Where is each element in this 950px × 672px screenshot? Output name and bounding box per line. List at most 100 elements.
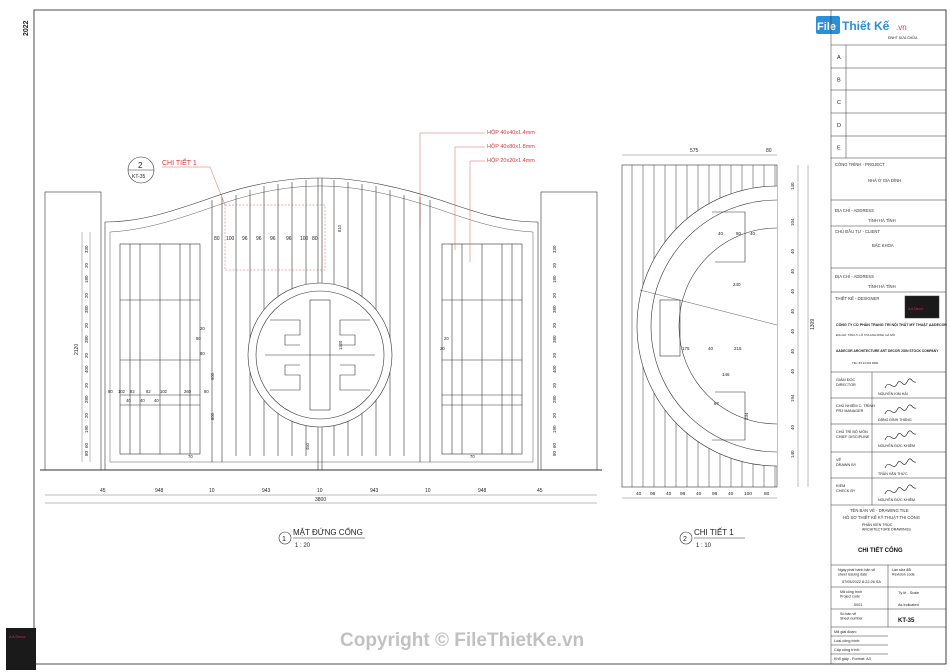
dim-label: 40 xyxy=(790,248,795,254)
revision-label: D xyxy=(837,123,841,129)
dim-label: 40 xyxy=(790,328,795,334)
svg-text:948: 948 xyxy=(155,488,164,494)
dim-label: 810 xyxy=(337,224,342,232)
note-3: HỘP 20x20x1.4mm xyxy=(487,157,535,164)
dim-label: 380 xyxy=(552,335,557,343)
svg-text:As indicated: As indicated xyxy=(898,603,919,607)
svg-text:100: 100 xyxy=(226,236,235,242)
dim-label: 40 xyxy=(790,268,795,274)
dim-label: 80 xyxy=(736,231,742,236)
dim-label: 40 xyxy=(790,308,795,314)
dim-label: 40 xyxy=(750,231,756,236)
dim-label: 146 xyxy=(722,372,730,377)
svg-text:96: 96 xyxy=(256,236,262,242)
dim-label: 600 xyxy=(210,372,215,380)
dim-label: 280 xyxy=(84,395,89,403)
svg-text:1 : 20: 1 : 20 xyxy=(295,543,311,549)
dim-label: 20 xyxy=(84,382,89,388)
material-notes: HỘP 40x40x1.4mm HỘP 40x80x1.8mm HỘP 20x2… xyxy=(419,129,535,262)
dim-label: 20 xyxy=(552,412,557,418)
dim-label: 450 xyxy=(305,442,310,450)
dim-label: 330 xyxy=(552,245,557,253)
dim-label: 80 xyxy=(552,450,557,456)
dim-label: 400 xyxy=(84,365,89,373)
project-code-label: Project code xyxy=(840,595,860,599)
svg-text:10: 10 xyxy=(209,488,215,494)
sheet-number-label: Số bản vẽ xyxy=(840,612,856,616)
signature xyxy=(884,430,917,441)
svg-text:CÔNG TRÌNH - PROJECT: CÔNG TRÌNH - PROJECT xyxy=(835,162,885,167)
callout-label: CHI TIẾT 1 xyxy=(162,157,197,167)
svg-text:96: 96 xyxy=(270,236,276,242)
svg-text:KT-35: KT-35 xyxy=(898,618,915,624)
dim-label: 20 xyxy=(552,292,557,298)
dim-label: 40 xyxy=(728,491,734,497)
dim-label: 102 xyxy=(118,389,126,394)
site-logo: File Thiết Kế .vn ĐNHT SỬA CHỮA xyxy=(816,16,918,40)
dim-label: 380 xyxy=(552,305,557,313)
detail-callout: 2 KT-35 CHI TIẾT 1 xyxy=(127,156,326,271)
role-label: GIÁM ĐỐC xyxy=(836,377,855,382)
revision-label: A xyxy=(837,55,841,61)
note-2: HỘP 40x80x1.8mm xyxy=(487,143,535,150)
svg-text:A A Decor: A A Decor xyxy=(908,307,924,311)
discipline-label: ARCHITECTURE DRAWINGS xyxy=(862,528,911,532)
role-name: ĐẶNG ĐÌNH THẮNG xyxy=(878,417,912,422)
dim-label: 20 xyxy=(84,262,89,268)
svg-text:45: 45 xyxy=(100,488,106,494)
dim-label: 40 xyxy=(790,348,795,354)
revision-label: C xyxy=(837,100,841,106)
svg-text:.vn: .vn xyxy=(896,23,907,32)
role-label: VẼ xyxy=(836,457,842,462)
dim-label: 140 xyxy=(790,450,795,458)
svg-text:NHÀ Ở GIA ĐÌNH: NHÀ Ở GIA ĐÌNH xyxy=(868,178,901,183)
signature xyxy=(884,404,917,415)
dim-label: 96 xyxy=(650,491,656,497)
role-label: CHỦ NHIỆM C. TRÌNH xyxy=(836,403,875,408)
dim-label: 234 xyxy=(744,412,749,420)
dim-label: 20 xyxy=(552,322,557,328)
dim-label: 380 xyxy=(84,305,89,313)
title-block-text: CÔNG TRÌNH - PROJECT NHÀ Ở GIA ĐÌNH ĐỊA … xyxy=(835,162,947,624)
svg-text:2: 2 xyxy=(138,161,143,170)
signature xyxy=(884,484,917,495)
dim-label: 40 xyxy=(154,398,159,403)
svg-text:948: 948 xyxy=(478,488,487,494)
svg-text:CHI TIẾT 1: CHI TIẾT 1 xyxy=(694,527,734,537)
note-1: HỘP 40x40x1.4mm xyxy=(487,129,535,136)
dim-label: 20 xyxy=(552,352,557,358)
dim-label: 70 xyxy=(470,454,475,459)
dim-label: 40 xyxy=(708,346,714,351)
gate-elevation xyxy=(40,177,602,471)
role-label: KIỂM xyxy=(836,483,845,488)
svg-text:943: 943 xyxy=(370,488,379,494)
role-name: TRẦN VĂN THỨC xyxy=(878,471,908,476)
svg-text:80: 80 xyxy=(214,236,220,242)
svg-text:80: 80 xyxy=(312,236,318,242)
view1-title: 1 MẶT ĐỨNG CỔNG 1 : 20 xyxy=(278,528,365,549)
svg-text:CÔNG TY CỔ PHẦN TRANG TRÍ NỘI: CÔNG TY CỔ PHẦN TRANG TRÍ NỘI THẤT MỸ TH… xyxy=(836,322,947,327)
meta-row: Cấp công trình: xyxy=(834,648,860,652)
svg-text:ĐỊA CHỈ: TẦNG 5, LÔ TÒA ANH MI: ĐỊA CHỈ: TẦNG 5, LÔ TÒA ANH MINH, HÀ NỘI xyxy=(836,332,895,337)
dim-label: 20 xyxy=(440,346,445,351)
issue-date-label: sheet Issuing date xyxy=(838,573,867,577)
dim-label: 240 xyxy=(733,282,741,287)
revision-code-label: Revision code xyxy=(892,573,915,577)
svg-text:96: 96 xyxy=(286,236,292,242)
detail-view xyxy=(621,164,778,488)
svg-text:ĐỊA CHỈ - ADDRESS: ĐỊA CHỈ - ADDRESS xyxy=(835,274,874,279)
dim-label: 190 xyxy=(84,425,89,433)
svg-text:1 : 10: 1 : 10 xyxy=(696,543,712,549)
dim-label: 102 xyxy=(160,389,168,394)
dim-label: 40 xyxy=(790,424,795,430)
svg-text:Thiết Kế: Thiết Kế xyxy=(842,19,890,33)
dim-label: 40 xyxy=(718,231,724,236)
dim-label: 80 xyxy=(764,491,770,497)
dim-label: 104 xyxy=(790,218,795,226)
dim-label: 96 xyxy=(680,491,686,497)
dim-label: 80 xyxy=(200,351,205,356)
